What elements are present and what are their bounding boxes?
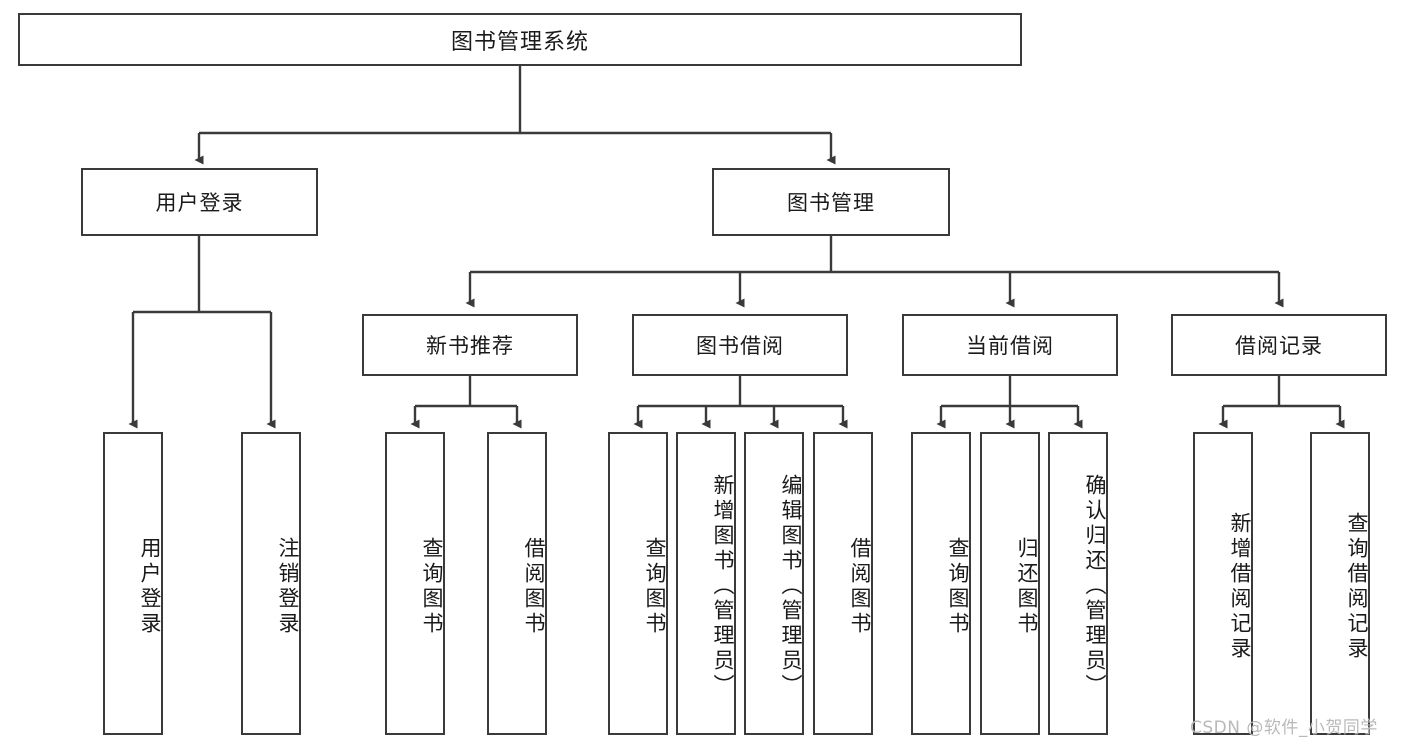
leaf-current-borrow-confirm[interactable]: 确认归还（管理员） bbox=[1048, 432, 1108, 735]
edges-current-borrow bbox=[936, 376, 1083, 429]
leaf-user-login-login[interactable]: 用户登录 bbox=[103, 432, 163, 735]
node-book-manage-label: 图书管理 bbox=[787, 191, 875, 215]
node-current-borrow[interactable]: 当前借阅 bbox=[902, 314, 1118, 376]
leaf-label: 归还图书 bbox=[1015, 536, 1039, 637]
edges-borrow-record bbox=[1218, 376, 1345, 429]
node-borrow-record[interactable]: 借阅记录 bbox=[1171, 314, 1387, 376]
leaf-book-borrow-add[interactable]: 新增图书（管理员） bbox=[676, 432, 736, 735]
edges-user-login bbox=[128, 236, 276, 429]
leaf-label: 查询图书 bbox=[643, 536, 667, 637]
leaf-book-borrow-query[interactable]: 查询图书 bbox=[608, 432, 668, 735]
node-new-book-recommend[interactable]: 新书推荐 bbox=[362, 314, 578, 376]
node-current-borrow-label: 当前借阅 bbox=[966, 334, 1054, 358]
leaf-label: 编辑图书（管理员） bbox=[779, 474, 803, 699]
leaf-label: 查询借阅记录 bbox=[1345, 511, 1369, 662]
node-new-book-recommend-label: 新书推荐 bbox=[426, 334, 514, 358]
leaf-borrow-record-add[interactable]: 新增借阅记录 bbox=[1193, 432, 1253, 735]
node-borrow-record-label: 借阅记录 bbox=[1235, 334, 1323, 358]
leaf-label: 新增借阅记录 bbox=[1228, 511, 1252, 662]
node-book-manage[interactable]: 图书管理 bbox=[712, 168, 950, 236]
leaf-label: 借阅图书 bbox=[848, 536, 872, 637]
edges-new-book bbox=[410, 376, 522, 429]
leaf-user-login-logout[interactable]: 注销登录 bbox=[241, 432, 301, 735]
node-book-borrow[interactable]: 图书借阅 bbox=[632, 314, 848, 376]
leaf-book-borrow-edit[interactable]: 编辑图书（管理员） bbox=[744, 432, 804, 735]
leaf-book-borrow-borrow[interactable]: 借阅图书 bbox=[813, 432, 873, 735]
edges-book-manage bbox=[465, 236, 1284, 308]
leaf-label: 注销登录 bbox=[276, 536, 300, 637]
leaf-label: 查询图书 bbox=[946, 536, 970, 637]
edges-book-borrow bbox=[633, 376, 848, 429]
edges-root bbox=[194, 66, 836, 165]
leaf-current-borrow-query[interactable]: 查询图书 bbox=[911, 432, 971, 735]
leaf-borrow-record-query[interactable]: 查询借阅记录 bbox=[1310, 432, 1370, 735]
node-user-login-label: 用户登录 bbox=[155, 191, 244, 215]
leaf-current-borrow-return[interactable]: 归还图书 bbox=[980, 432, 1040, 735]
node-user-login[interactable]: 用户登录 bbox=[81, 168, 318, 236]
leaf-new-book-borrow[interactable]: 借阅图书 bbox=[487, 432, 547, 735]
leaf-label: 确认归还（管理员） bbox=[1083, 474, 1107, 699]
leaf-label: 用户登录 bbox=[138, 536, 162, 637]
leaf-label: 借阅图书 bbox=[522, 536, 546, 637]
leaf-label: 查询图书 bbox=[420, 536, 444, 637]
node-root[interactable]: 图书管理系统 bbox=[18, 13, 1022, 66]
leaf-new-book-query[interactable]: 查询图书 bbox=[385, 432, 445, 735]
leaf-label: 新增图书（管理员） bbox=[711, 474, 735, 699]
node-book-borrow-label: 图书借阅 bbox=[696, 334, 784, 358]
node-root-label: 图书管理系统 bbox=[450, 29, 589, 55]
